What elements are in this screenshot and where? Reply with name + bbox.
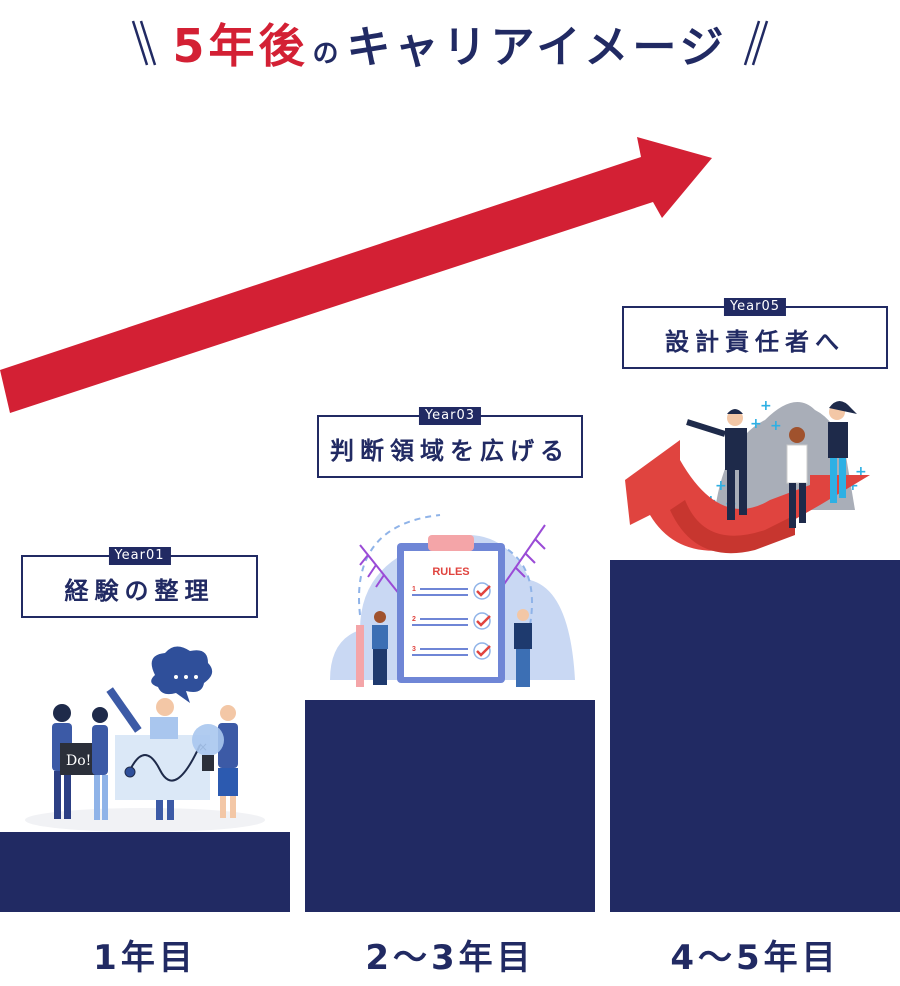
svg-text:+: + [847,478,859,494]
svg-text:+: + [770,418,782,434]
step-bar-3 [610,560,900,912]
step-bar-1 [0,832,290,912]
title-left-slashes-icon [131,20,156,66]
rules-clipboard-illustration: RULES 1 2 3 [330,514,575,687]
year-tag: Year03 [418,407,482,425]
businessman-icon [686,409,747,520]
growth-arrow-shape [0,137,712,413]
svg-text:3: 3 [412,646,416,653]
svg-text:+: + [750,416,762,432]
title-highlight: 5年後 [172,19,309,73]
title-right-slashes-icon [744,20,769,66]
title-main: キャリアイメージ [346,22,728,73]
step-label-2: Year03 判断領域を広げる [317,407,583,478]
page-title: 5年後 の キャリアイメージ [0,8,900,78]
speech-bubble-icon [151,646,213,703]
svg-text:+: + [760,398,772,414]
period-label-2: 2〜3年目 [365,938,535,978]
step-bar-2 [305,700,595,912]
step-title: 設計責任者へ [665,328,845,356]
svg-text:+: + [855,464,867,480]
checkmark-icon [473,582,491,660]
businesswoman-icon [828,401,857,503]
business-team-arrow-illustration: +++ +++ ++ [625,398,870,554]
year-tag: Year01 [108,547,171,565]
svg-text:RULES: RULES [432,566,469,578]
year-tag: Year05 [723,298,787,316]
fern-leaf-icon [359,524,546,596]
step-title: 判断領域を広げる [330,437,570,465]
svg-text:1: 1 [412,586,416,593]
period-label-1: 1年目 [93,938,197,978]
period-label-3: 4〜5年目 [670,938,840,978]
title-particle: の [312,39,343,69]
step-label-1: Year01 経験の整理 [21,547,258,618]
svg-text:2: 2 [412,616,416,623]
businessman-icon [786,427,808,528]
step-label-3: Year05 設計責任者へ [622,298,888,369]
step-title: 経験の整理 [64,577,215,605]
svg-text:Do!: Do! [66,753,91,769]
light-bulb-icon [192,724,224,771]
svg-text:+: + [715,478,727,494]
team-brainstorm-illustration: × Do! [25,646,265,832]
